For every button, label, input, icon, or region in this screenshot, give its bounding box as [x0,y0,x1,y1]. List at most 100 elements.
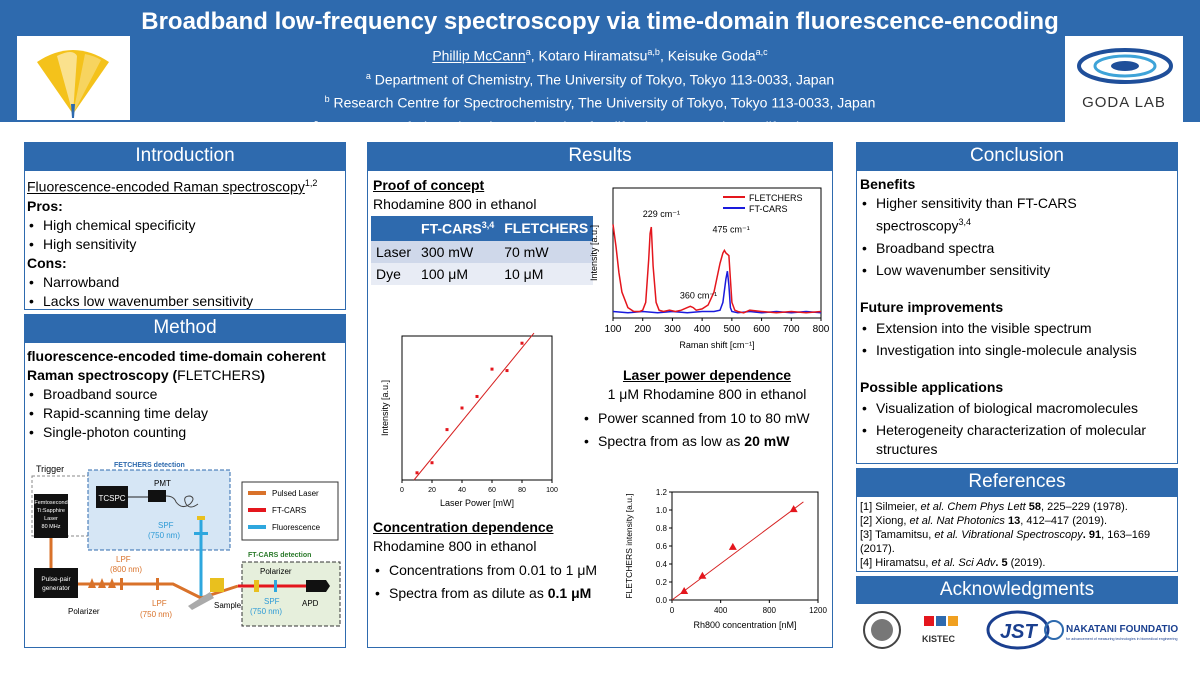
poc-title: Proof of concept [373,177,485,193]
x-tick-label: 300 [664,324,681,335]
lens-icon [197,516,205,520]
app-item: Visualization of biological macromolecul… [860,399,1176,418]
polarizer-label: Polarizer [260,567,292,576]
data-point [728,542,737,550]
legend-swatch [248,508,266,512]
x-tick-label: 1200 [809,606,827,615]
x-tick-label: 60 [488,487,496,494]
conc-title: Concentration dependence [373,519,554,535]
method-desc-text: ) [260,367,266,383]
spf-label: SPF [264,597,280,606]
kistec-logo-text: KISTEC [922,634,956,644]
table-cell: Laser [371,240,417,263]
data-point [415,471,419,475]
fit-line [413,332,535,481]
app-text: structures [876,440,938,457]
x-axis-label: Laser Power [mW] [440,498,514,508]
ginkgo-logo-icon [37,50,109,118]
intro-subtitle-text: Fluorescence-encoded Raman spectroscopy [27,178,305,195]
cons-label: Cons: [27,254,67,271]
ref-volume: 58 [1025,501,1041,513]
ref-author: [3] Tamamitsu, [860,529,935,541]
fletchers-detection-label: FETCHERS detection [114,462,185,469]
series-line [612,224,822,314]
nakatani-logo-text: NAKATANI FOUNDATION [1066,624,1178,635]
ref-journal: et al. Nat Photonics [909,515,1005,527]
data-point [680,587,689,594]
ftcars-detection-box [241,561,341,627]
table-header-cell: FT-CARS3,4 [416,216,500,241]
comparison-table: FT-CARS3,4 FLETCHERS Laser 300 mW 70 mW … [371,216,594,285]
ftcars-lens-icon [254,580,259,592]
ref-mark: 1,2 [304,178,318,188]
legend-label: Fluorescence [272,523,321,532]
affiliation-mark: a [525,47,531,57]
ref-pages: , 163–169 [1101,529,1151,541]
data-point [789,505,798,513]
cons-item: Narrowband [27,273,345,292]
benefit-text: spectroscopy [876,217,959,234]
apps-label: Possible applications [860,378,1004,395]
method-content: fluorescence-encoded time-domain coheren… [27,347,345,442]
ref-author: [4] Hiramatsu, [860,557,932,569]
x-tick-label: 600 [753,324,770,335]
y-axis-label: FLETCHERS intensity [a.u.] [624,493,634,598]
pulse-pair-label: generator [42,585,71,592]
power-title: Laser power dependence [622,367,792,383]
x-tick-label: 0 [400,487,404,494]
laser-label: Laser [44,516,58,522]
y-tick-label: 1.2 [656,488,668,497]
reference-item: [2] Xiong, et al. Nat Photonics 13, 412–… [860,514,1176,528]
ref-year: (2017). [860,543,895,555]
affiliation-mark: a,c [755,47,768,57]
benefit-item: Low wavenumber sensitivity [860,261,1176,280]
pulse-pair-box [34,568,78,598]
university-logo [17,36,130,120]
results-heading: Results [367,142,833,170]
method-point: Broadband source [27,385,345,404]
lpf-filter-icon [120,578,123,590]
table-cell: 70 mW [499,240,594,263]
spf-label: (750 nm) [148,531,180,540]
ref-journal: et al. Sci Adv [931,557,996,569]
pros-label: Pros: [27,197,63,214]
power-point: Spectra from as low as 20 mW [582,432,832,451]
x-tick-label: 100 [546,487,558,494]
x-tick-label: 500 [724,324,741,335]
ref-mark: 3,4 [958,217,971,227]
data-point [698,571,707,579]
polarizer-label: Polarizer [68,607,100,616]
affiliation-mark: b [324,94,330,105]
legend-swatch [248,491,266,495]
results-panel [367,170,833,648]
presenter-name: Phillip McCann [432,47,526,64]
lpf-label: LPF [152,599,167,608]
laser-label: 80 MHz [42,524,61,530]
spf-label: SPF [158,521,174,530]
laser-label: Femtosecond [34,500,67,506]
lpf-label: LPF [116,555,131,564]
reference-item: [4] Hiramatsu, et al. Sci Adv. 5 (2019). [860,556,1176,570]
conc-point-value: 0.1 μM [547,585,592,601]
power-point-value: 20 mW [744,433,790,449]
lpf-label: (800 nm) [110,565,142,574]
table-header-text: FT-CARS [421,220,482,237]
spf-label: (750 nm) [250,607,282,616]
y-tick-label: 0.6 [656,542,668,551]
peak-annotation: 475 cm⁻¹ [713,224,750,234]
ref-author: [2] Xiong, [860,515,910,527]
conclusion-heading: Conclusion [856,142,1178,170]
future-item: Investigation into single-molecule analy… [860,341,1176,360]
x-tick-label: 400 [714,606,728,615]
tcspc-box [96,486,128,508]
pmt-box [148,490,166,502]
conc-point: Spectra from as dilute as 0.1 μM [373,584,613,603]
ref-mark: 3,4 [481,220,495,230]
legend-swatch [248,525,266,529]
benefits-label: Benefits [860,176,916,192]
legend-label: FT-CARS [749,204,788,214]
ref-pages: , 225–229 (1978). [1041,501,1128,513]
conclusion-content: Benefits Higher sensitivity than FT-CARS… [860,175,1176,459]
